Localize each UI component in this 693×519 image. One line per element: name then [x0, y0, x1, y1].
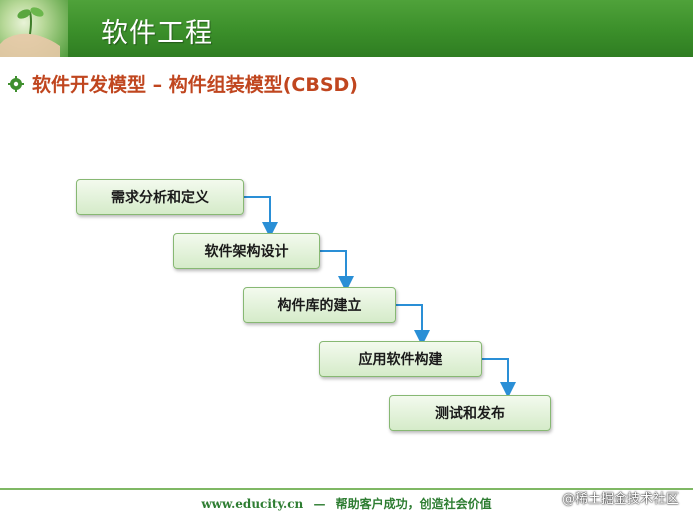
- watermark-text: @稀土掘金技术社区: [561, 492, 679, 507]
- slide-subtitle: 软件开发模型 – 构件组装模型(CBSD): [8, 70, 358, 97]
- hands-with-seedling-image: [0, 0, 68, 57]
- arrow-2: [320, 250, 354, 292]
- arrow-4: [482, 358, 516, 398]
- arrow-3: [396, 304, 430, 346]
- gear-bullet-icon: [8, 75, 24, 92]
- step-component-library: 构件库的建立: [243, 287, 396, 323]
- footer-slogan: 帮助客户成功，创造社会价值: [335, 497, 492, 511]
- step-architecture-design: 软件架构设计: [173, 233, 320, 269]
- footer-url: www.educity.cn: [201, 497, 304, 511]
- step-test-release: 测试和发布: [389, 395, 551, 431]
- step-requirements-analysis: 需求分析和定义: [76, 179, 244, 215]
- step-application-build: 应用软件构建: [319, 341, 482, 377]
- header-bar: 软件工程: [0, 0, 693, 57]
- footer-divider: [0, 488, 693, 490]
- footer: www.educity.cn — 帮助客户成功，创造社会价值: [0, 495, 693, 512]
- footer-dash: —: [313, 497, 326, 511]
- slide-title: 软件工程: [101, 18, 213, 49]
- arrow-1: [244, 196, 278, 238]
- subtitle-text: 软件开发模型 – 构件组装模型(CBSD): [32, 74, 358, 96]
